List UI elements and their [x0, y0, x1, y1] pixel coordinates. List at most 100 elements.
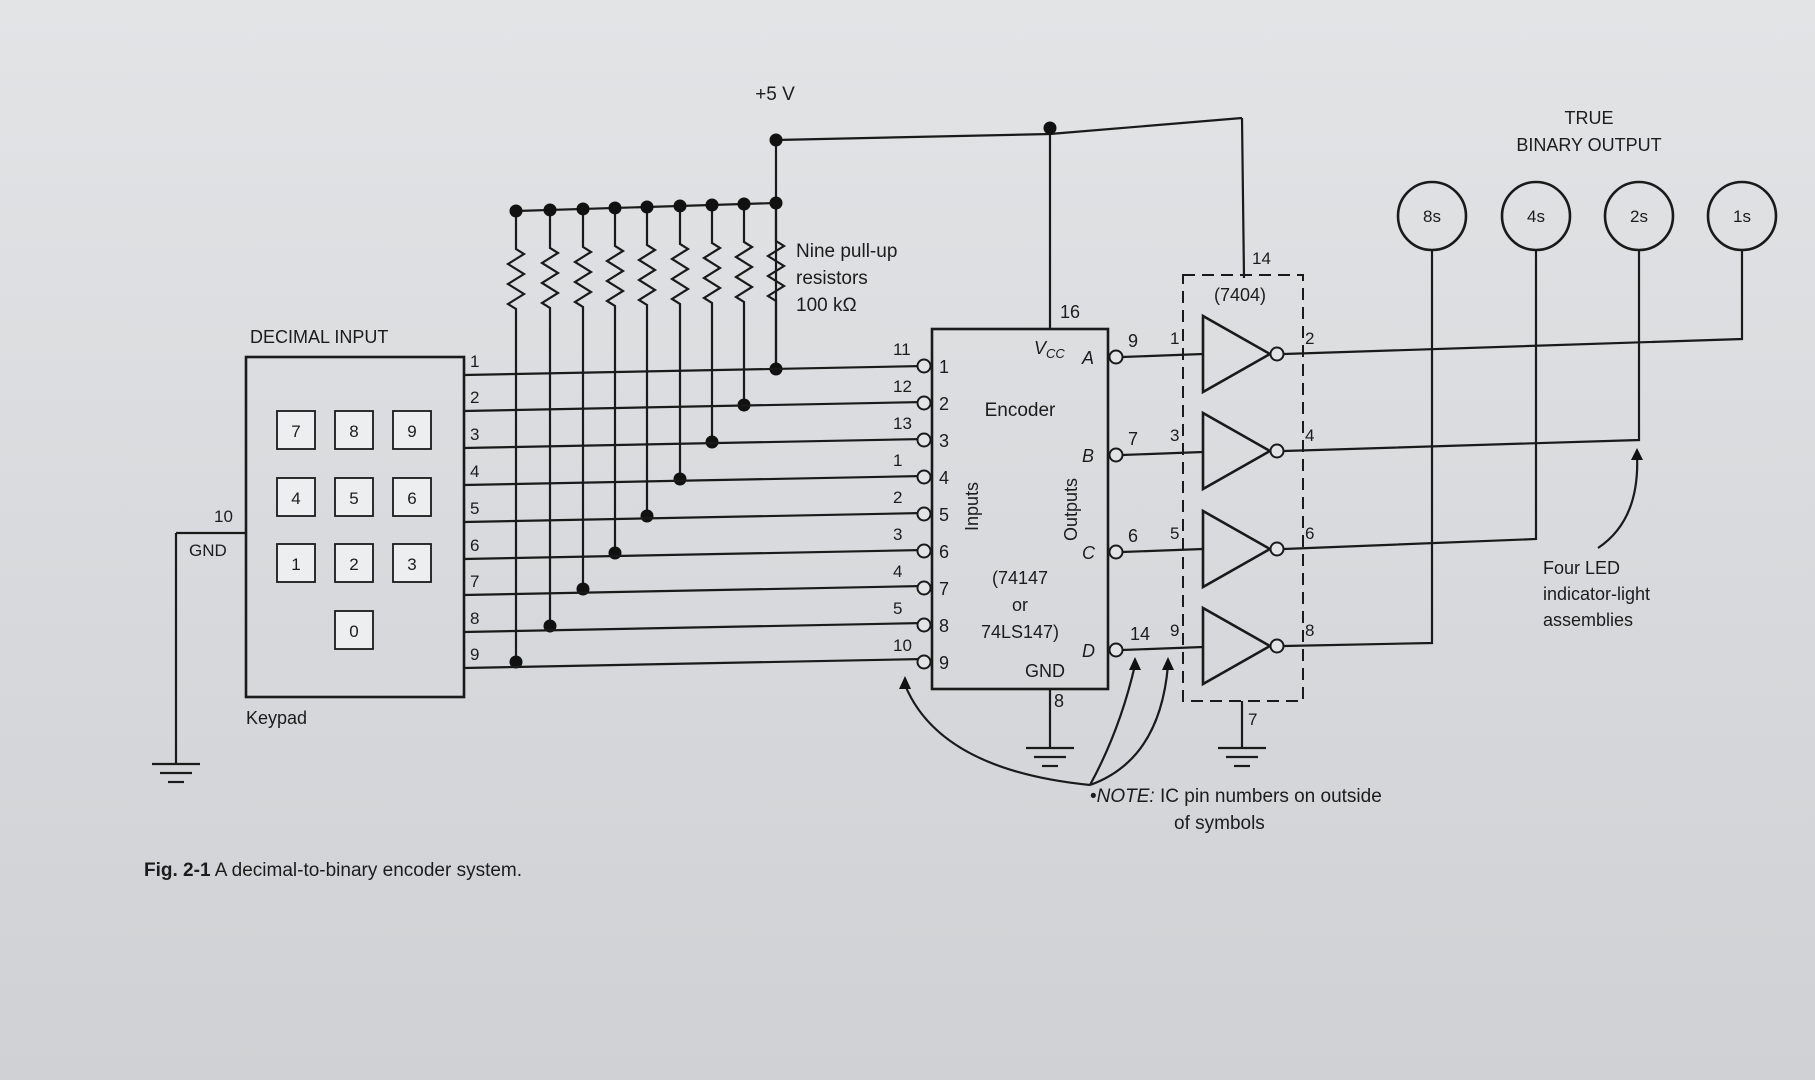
- led-note-3: assemblies: [1543, 610, 1633, 630]
- keypad-pin-number: 7: [470, 572, 479, 591]
- encoder-input-pin: [916, 580, 932, 596]
- input-wire: [463, 400, 925, 413]
- encoder-vcc-pin: 16: [1060, 302, 1080, 322]
- inverter-input-pin: 1: [1170, 329, 1179, 348]
- led-label: 2s: [1630, 207, 1648, 226]
- encoder-output-pin-number: 14: [1130, 624, 1150, 644]
- encoder-input-pin-outside: 11: [893, 340, 911, 359]
- resistor-bus-junction: [640, 200, 654, 214]
- input-wire: [463, 621, 925, 634]
- encoder-input-pin: [916, 617, 932, 633]
- inverter-bubble: [1269, 346, 1285, 362]
- inverter-bubble: [1269, 541, 1285, 557]
- encoder-output-wire: [1121, 645, 1204, 652]
- encoder-inputs-label: Inputs: [962, 482, 982, 531]
- resistor-label-3: 100 kΩ: [796, 295, 857, 316]
- keypad-key-label: 6: [407, 489, 416, 508]
- keypad-key: [392, 410, 432, 450]
- encoder-ground: [1026, 689, 1074, 768]
- encoder-part-3: 74LS147): [981, 622, 1059, 642]
- wire-to-2s: [1283, 250, 1641, 453]
- encoder-input-pin-outside: 5: [893, 599, 902, 618]
- encoder-gnd-pin: 8: [1054, 691, 1064, 711]
- inverter-part: (7404): [1214, 285, 1266, 305]
- keypad-key-label: 2: [349, 555, 358, 574]
- output-title-1: TRUE: [1565, 108, 1614, 128]
- encoder-input-pin: [916, 395, 932, 411]
- inverter-gate: [1201, 313, 1273, 395]
- keypad-key-label: 7: [291, 422, 300, 441]
- encoder-output-pin-number: 6: [1128, 526, 1138, 546]
- encoder-input-pin-outside: 4: [893, 562, 902, 581]
- resistor-bus-junction: [576, 202, 590, 216]
- resistor-row-junction: [705, 435, 719, 449]
- encoder-output-pin-number: 7: [1128, 429, 1138, 449]
- resistor-bus-junction: [509, 204, 523, 218]
- keypad-key: [334, 543, 374, 583]
- keypad-key: [392, 543, 432, 583]
- keypad-key: [276, 477, 316, 517]
- inverter-output-pin: 2: [1305, 329, 1314, 348]
- input-wire: [463, 364, 925, 377]
- wire-to-4s: [1283, 250, 1538, 551]
- encoder-input-pin: [916, 358, 932, 374]
- encoder-input-pin-inside: 4: [939, 468, 949, 488]
- led-label: 1s: [1733, 207, 1751, 226]
- wire-to-8s: [1283, 250, 1434, 648]
- keypad-to-encoder-wires: [463, 364, 925, 670]
- output-title-2: BINARY OUTPUT: [1516, 135, 1661, 155]
- encoder-output-wire: [1121, 547, 1204, 554]
- pull-up-resistor: [572, 208, 594, 589]
- input-wire: [463, 474, 925, 487]
- input-wire: [463, 657, 925, 670]
- encoder-name: Encoder: [985, 400, 1056, 421]
- keypad-body: [244, 355, 466, 699]
- keypad-pin-number: 8: [470, 609, 479, 628]
- keypad-key-label: 3: [407, 555, 416, 574]
- encoder-input-pin-inside: 6: [939, 542, 949, 562]
- encoder-input-pin-inside: 7: [939, 579, 949, 599]
- keypad-pin-number: 1: [470, 352, 479, 371]
- pull-up-resistor: [604, 207, 626, 553]
- resistor-bus-junction: [543, 203, 557, 217]
- led-note-2: indicator-light: [1543, 584, 1650, 604]
- resistor-bus-junction: [737, 197, 751, 211]
- encoder-output-wire: [1121, 352, 1204, 359]
- encoder-part-1: (74147: [992, 568, 1048, 588]
- keypad-key-label: 5: [349, 489, 358, 508]
- encoder-output-name: D: [1082, 641, 1095, 661]
- led-label: 4s: [1527, 207, 1545, 226]
- encoder-input-pin: [916, 543, 932, 559]
- keypad-key: [334, 610, 374, 650]
- inverter-to-led-wires: [1283, 250, 1744, 648]
- pull-up-resistor-bank: [505, 196, 787, 669]
- encoder-output-name: C: [1082, 543, 1096, 563]
- keypad-gnd-pin: 10: [214, 507, 233, 526]
- encoder-part-2: or: [1012, 595, 1028, 615]
- encoder-gnd-label: GND: [1025, 661, 1065, 681]
- keypad-key-label: 4: [291, 489, 300, 508]
- encoder-input-pin: [916, 506, 932, 522]
- keypad-caption: Keypad: [246, 708, 307, 728]
- encoder-input-pin-inside: 2: [939, 394, 949, 414]
- inverter-bubble: [1269, 638, 1285, 654]
- keypad-pin-number: 9: [470, 645, 479, 664]
- encoder-input-pin: [916, 469, 932, 485]
- encoder-input-pin: [916, 432, 932, 448]
- pull-up-resistor: [701, 204, 723, 442]
- led-label: 8s: [1423, 207, 1441, 226]
- encoder-output-wire: [1121, 450, 1204, 457]
- input-wire: [463, 437, 925, 450]
- inverter-output-pin: 4: [1305, 426, 1314, 445]
- resistor-label-2: resistors: [796, 268, 868, 289]
- keypad-pin-number: 3: [470, 425, 479, 444]
- encoder-output-name: A: [1081, 348, 1094, 368]
- inverter-gate: [1201, 508, 1273, 590]
- encoder-input-pin-inside: 1: [939, 357, 949, 377]
- encoder-input-pin-outside: 10: [893, 636, 912, 655]
- figure-caption: Fig. 2-1 A decimal-to-binary encoder sys…: [144, 860, 522, 881]
- resistor-bus-junction: [769, 196, 783, 210]
